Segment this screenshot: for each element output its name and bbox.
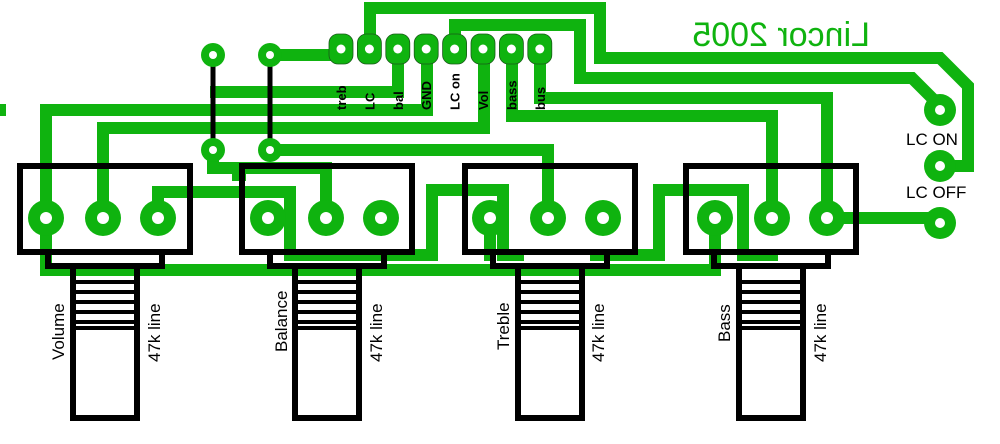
pot-pad-hole [484,212,496,224]
header-pin-hole [393,44,403,54]
header-pin-label: bass [504,80,519,110]
pot-balance-outline [239,163,415,421]
pot-pad-hole [597,212,609,224]
pot-pads [28,200,845,236]
pot-bass-outline [683,163,859,421]
pot-value-treble: 47k line [589,303,608,362]
lc-on-label: LC ON [906,130,958,149]
header-pin-label: treb [334,85,349,110]
pot-outlines [17,163,859,421]
pot-labels: Volume 47k line Balance 47k line Treble … [49,291,830,362]
header-pin-label: bus [533,87,548,110]
pot-value-balance: 47k line [367,303,386,362]
header-pin-hole [535,44,545,54]
header-pin-hole [336,44,346,54]
pot-volume-outline [17,163,193,421]
pot-pad-hole [709,212,721,224]
pot-name-volume: Volume [49,303,68,360]
header-pin-hole [506,44,516,54]
header-pin-label: GND [419,81,434,110]
header-pin-label: Vol [476,91,491,110]
trace-common-bottom [40,209,721,276]
trace-vol-right [152,184,524,261]
pot-name-balance: Balance [272,291,291,352]
trace-lc-on [449,19,949,115]
pot-pad-hole [40,212,52,224]
pot-name-treble: Treble [494,302,513,350]
pot-value-volume: 47k line [145,303,164,362]
header-pin-hole [364,44,374,54]
jumpers [201,43,282,162]
trace-bus [534,42,833,221]
pot-pad-hole [766,212,778,224]
header-pin-label: LC on [448,73,463,110]
pot-pad-hole [320,212,332,224]
header-pin-label: LC [362,92,377,110]
pot-pad-hole [152,212,164,224]
lc-off-label: LC OFF [906,183,966,202]
trace-gnd [40,42,433,221]
pot-treble-outline [462,163,638,421]
pot-pad-hole [97,212,109,224]
header-pin-hole [478,44,488,54]
trace-vol [97,42,490,221]
trace-lc-loop [364,2,974,172]
brand-text: Lincor 2005 [692,16,870,54]
header-pin-label: bal [391,91,406,110]
pot-pad-hole [542,212,554,224]
trace-treble-mid [264,144,554,221]
pot-pad-hole [821,212,833,224]
header-pin-hole [450,44,460,54]
header-pin-hole [421,44,431,54]
pot-pad-hole [375,212,387,224]
pot-name-bass: Bass [715,304,734,342]
switch-pads: LC ON LC OFF [906,94,966,239]
pot-value-bass: 47k line [811,303,830,362]
pot-pad-hole [262,212,274,224]
